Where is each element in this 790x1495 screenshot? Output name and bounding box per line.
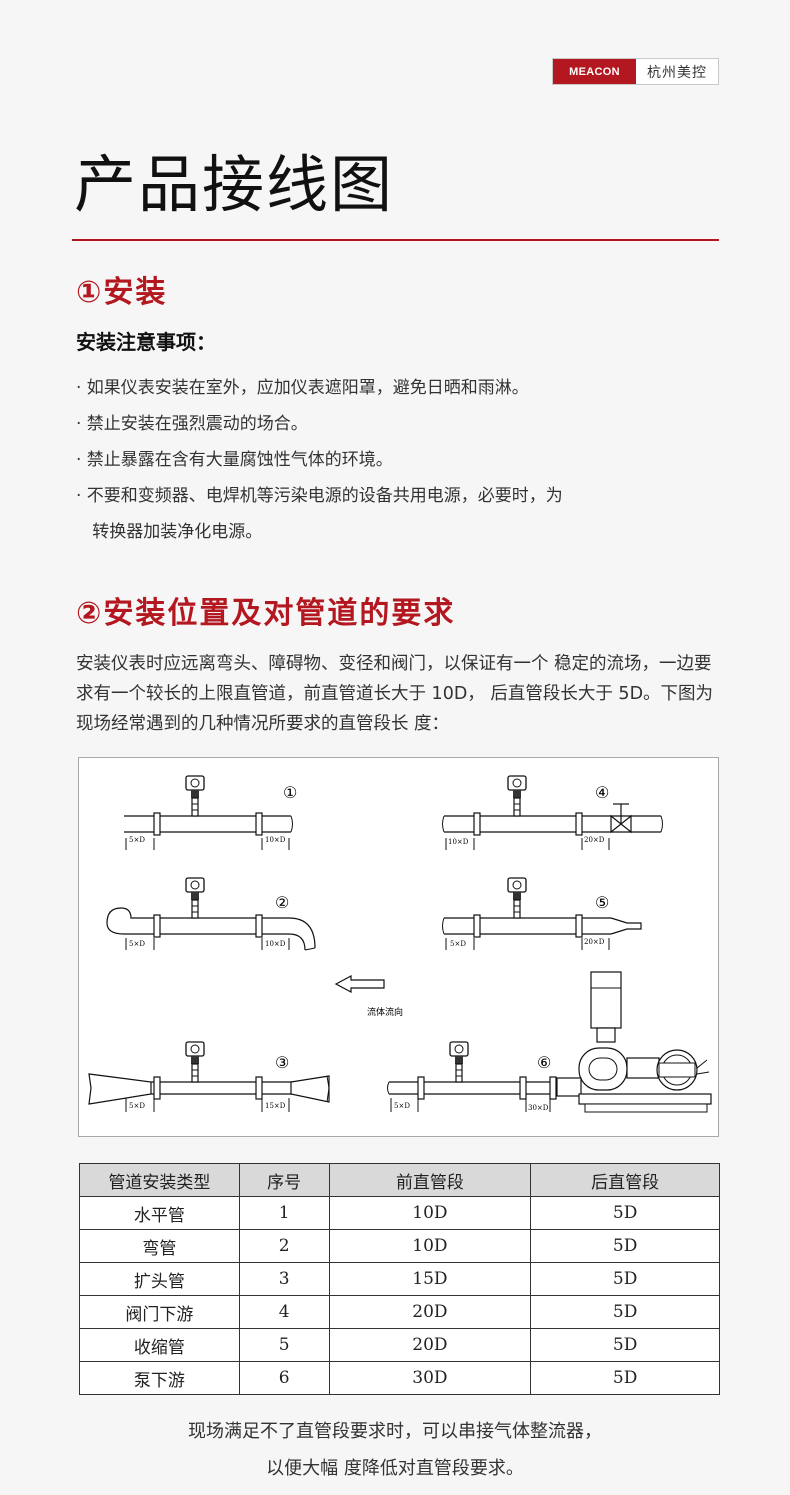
- closing-line-1: 现场满足不了直管段要求时，可以串接气体整流器，: [188, 1421, 602, 1442]
- table-cell: 水平管: [79, 1196, 240, 1230]
- brand-name: 杭州美控: [647, 64, 707, 81]
- table-cell: 5D: [530, 1196, 720, 1230]
- diagram-case-5: ⑤ 5×D 20×D: [442, 877, 642, 950]
- table-row: 弯管 2 10D 5D: [79, 1229, 720, 1263]
- case-number: ④: [595, 783, 609, 802]
- table-cell: 1: [238, 1196, 330, 1230]
- column-header: 后直管段: [530, 1163, 720, 1197]
- column-header: 管道安装类型: [79, 1163, 240, 1197]
- column-header: 前直管段: [328, 1163, 532, 1197]
- table-row: 泵下游 6 30D 5D: [79, 1361, 720, 1395]
- rear-length-label: 20×D: [584, 836, 605, 844]
- front-length-label: 10×D: [448, 838, 469, 846]
- table-cell: 5D: [530, 1295, 720, 1329]
- table-row: 水平管 1 10D 5D: [79, 1196, 720, 1230]
- table-cell: 20D: [328, 1295, 532, 1329]
- installation-diagram: ① 5×D 10×D ② 5×D 10×D 流体流向: [78, 757, 719, 1137]
- note-item: 转换器加装净化电源。: [76, 522, 263, 542]
- table-row: 收缩管 5 20D 5D: [79, 1328, 720, 1362]
- front-length-label: 5×D: [450, 940, 466, 948]
- case-number: ③: [275, 1053, 289, 1072]
- table-cell: 5: [238, 1328, 330, 1362]
- table-cell: 2: [238, 1229, 330, 1263]
- rear-length-label: 20×D: [584, 938, 605, 946]
- table-cell: 20D: [328, 1328, 532, 1362]
- front-length-label: 5×D: [129, 940, 145, 948]
- table-cell: 弯管: [79, 1229, 240, 1263]
- brand-badge: MEACON 杭州美控: [552, 58, 719, 85]
- section2-heading: ②安装位置及对管道的要求: [76, 596, 456, 631]
- flow-arrow-icon: [334, 975, 385, 993]
- flow-direction-label: 流体流向: [367, 1006, 403, 1018]
- table-cell: 泵下游: [79, 1361, 240, 1395]
- table-cell: 4: [238, 1295, 330, 1329]
- page-title: 产品接线图: [74, 148, 395, 221]
- flow-direction: 流体流向: [334, 975, 403, 1018]
- rear-length-label: 10×D: [265, 940, 286, 948]
- table-cell: 10D: [328, 1229, 532, 1263]
- table-cell: 3: [238, 1262, 330, 1296]
- table-cell: 5D: [530, 1229, 720, 1263]
- install-notes-heading: 安装注意事项：: [76, 330, 216, 354]
- table-cell: 扩头管: [79, 1262, 240, 1296]
- table-cell: 10D: [328, 1196, 532, 1230]
- title-divider: [72, 239, 719, 241]
- case-number: ②: [275, 893, 289, 912]
- table-cell: 5D: [530, 1328, 720, 1362]
- straight-pipe-table: 管道安装类型 序号 前直管段 后直管段 水平管 1 10D 5D 弯管 2 10…: [79, 1163, 720, 1395]
- diagram-case-4: ④ 10×D 20×D: [442, 775, 663, 850]
- meacon-logo: MEACON: [553, 59, 636, 84]
- install-notes-list: · 如果仪表安装在室外，应加仪表遮阳罩，避免日晒和雨淋。 · 禁止安装在强烈震动…: [76, 370, 716, 550]
- table-cell: 15D: [328, 1262, 532, 1296]
- pipe-requirement-paragraph: 安装仪表时应远离弯头、障碍物、变径和阀门，以保证有一个 稳定的流场，一边要求有一…: [76, 654, 714, 734]
- diagram-case-2: ② 5×D 10×D: [106, 877, 316, 951]
- front-length-label: 5×D: [394, 1102, 410, 1110]
- table-cell: 阀门下游: [79, 1295, 240, 1329]
- diagram-svg: ① 5×D 10×D ② 5×D 10×D 流体流向: [88, 775, 712, 1113]
- table-row: 扩头管 3 15D 5D: [79, 1262, 720, 1296]
- table-cell: 30D: [328, 1361, 532, 1395]
- diagram-case-3: ③ 5×D 15×D: [88, 1041, 330, 1112]
- note-item: · 禁止安装在强烈震动的场合。: [76, 414, 308, 434]
- table-cell: 收缩管: [79, 1328, 240, 1362]
- note-item: · 如果仪表安装在室外，应加仪表遮阳罩，避免日晒和雨淋。: [76, 378, 529, 398]
- rear-length-label: 30×D: [528, 1104, 549, 1112]
- column-header: 序号: [238, 1163, 330, 1197]
- table-cell: 5D: [530, 1262, 720, 1296]
- pump-icon: [556, 971, 712, 1113]
- table-header-row: 管道安装类型 序号 前直管段 后直管段: [79, 1163, 720, 1197]
- note-item: · 禁止暴露在含有大量腐蚀性气体的环境。: [76, 450, 393, 470]
- table-row: 阀门下游 4 20D 5D: [79, 1295, 720, 1329]
- rear-length-label: 15×D: [265, 1102, 286, 1110]
- case-number: ⑥: [537, 1053, 551, 1072]
- rear-length-label: 10×D: [265, 836, 286, 844]
- case-number: ⑤: [595, 893, 609, 912]
- closing-line-2: 以便大幅 度降低对直管段要求。: [266, 1458, 524, 1479]
- front-length-label: 5×D: [129, 1102, 145, 1110]
- note-item: · 不要和变频器、电焊机等污染电源的设备共用电源，必要时，为: [76, 486, 563, 506]
- case-number: ①: [283, 783, 297, 802]
- table-cell: 6: [238, 1361, 330, 1395]
- diagram-case-6: ⑥ 5×D 30×D: [387, 971, 712, 1113]
- section1-heading: ①安装: [76, 275, 168, 310]
- table-cell: 5D: [530, 1361, 720, 1395]
- front-length-label: 5×D: [129, 836, 145, 844]
- diagram-case-1: ① 5×D 10×D: [124, 775, 297, 850]
